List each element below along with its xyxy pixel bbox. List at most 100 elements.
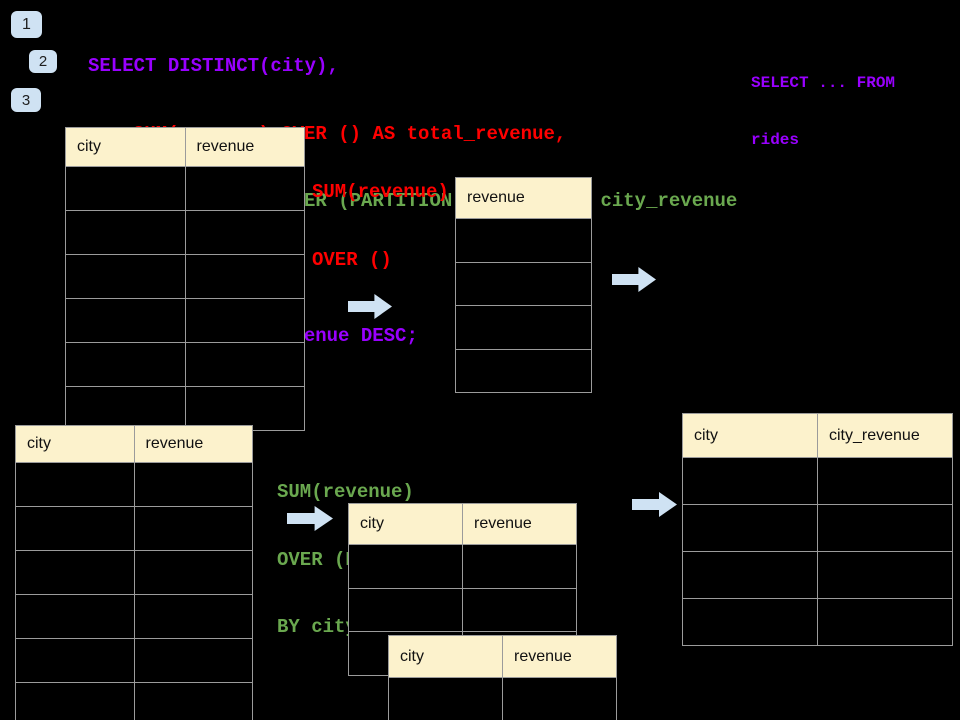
empty-cell bbox=[462, 587, 577, 632]
empty-cell bbox=[682, 504, 818, 552]
empty-cell bbox=[184, 210, 305, 255]
table-row bbox=[15, 682, 253, 720]
table-row bbox=[15, 594, 253, 639]
column-header-city: city bbox=[388, 635, 503, 678]
table-row bbox=[65, 166, 305, 211]
empty-cell bbox=[682, 457, 818, 505]
empty-cell bbox=[817, 551, 953, 599]
table-row bbox=[682, 504, 953, 552]
column-header-city_revenue: city_revenue bbox=[817, 413, 953, 458]
select-from-rides-note: SELECT ... FROM rides bbox=[751, 36, 895, 188]
empty-cell bbox=[15, 550, 135, 595]
empty-cell bbox=[817, 598, 953, 646]
table-row bbox=[348, 587, 577, 632]
arrow-right-icon bbox=[632, 492, 677, 517]
empty-cell bbox=[184, 298, 305, 343]
table-row bbox=[65, 254, 305, 299]
total-revenue-result-table: revenue bbox=[455, 177, 592, 393]
empty-cell bbox=[15, 506, 135, 551]
empty-cell bbox=[388, 677, 503, 720]
sql-line-select: SELECT DISTINCT(city), bbox=[88, 55, 339, 77]
empty-cell bbox=[65, 298, 186, 343]
empty-cell bbox=[184, 342, 305, 387]
empty-cell bbox=[455, 305, 592, 350]
empty-cell bbox=[65, 166, 186, 211]
empty-cell bbox=[133, 550, 253, 595]
empty-cell bbox=[348, 587, 463, 632]
column-header-city: city bbox=[65, 127, 186, 167]
empty-cell bbox=[15, 682, 135, 720]
header-row: revenue bbox=[455, 177, 592, 219]
table-row bbox=[455, 305, 592, 350]
empty-cell bbox=[455, 261, 592, 306]
empty-cell bbox=[455, 218, 592, 263]
column-header-revenue: revenue bbox=[455, 177, 592, 219]
empty-cell bbox=[65, 210, 186, 255]
table-row bbox=[15, 506, 253, 551]
column-header-revenue: revenue bbox=[462, 503, 577, 545]
table-row bbox=[455, 261, 592, 306]
column-header-city: city bbox=[15, 425, 135, 463]
empty-cell bbox=[133, 462, 253, 507]
empty-cell bbox=[65, 342, 186, 387]
side-note-line-2: rides bbox=[751, 131, 800, 149]
table-row bbox=[65, 386, 305, 431]
step-badge-3: 3 bbox=[11, 88, 41, 112]
empty-cell bbox=[133, 594, 253, 639]
table-row bbox=[15, 462, 253, 507]
total-result-grid: revenue bbox=[455, 177, 592, 393]
step-badge-2: 2 bbox=[29, 50, 57, 73]
table-row bbox=[455, 348, 592, 393]
empty-cell bbox=[682, 598, 818, 646]
empty-cell bbox=[455, 348, 592, 393]
column-header-revenue: revenue bbox=[502, 635, 617, 678]
table-row bbox=[682, 457, 953, 505]
annotation-line: SUM(revenue) bbox=[277, 481, 414, 503]
annotation-line: SUM(revenue) bbox=[312, 181, 449, 203]
empty-cell bbox=[502, 677, 617, 720]
table-row bbox=[65, 298, 305, 343]
column-header-revenue: revenue bbox=[133, 425, 253, 463]
empty-cell bbox=[15, 462, 135, 507]
step-badge-1: 1 bbox=[11, 11, 42, 38]
table-row bbox=[348, 544, 577, 589]
empty-cell bbox=[65, 386, 186, 431]
empty-cell bbox=[184, 166, 305, 211]
table-row bbox=[65, 342, 305, 387]
table-row bbox=[65, 210, 305, 255]
annotation-line: OVER () bbox=[312, 248, 392, 271]
column-header-city: city bbox=[348, 503, 463, 545]
empty-cell bbox=[15, 638, 135, 683]
empty-cell bbox=[817, 504, 953, 552]
empty-cell bbox=[15, 594, 135, 639]
empty-cell bbox=[817, 457, 953, 505]
annotation-sum-over-all: SUM(revenue) OVER () bbox=[312, 136, 449, 316]
empty-cell bbox=[184, 254, 305, 299]
table-row bbox=[15, 550, 253, 595]
column-header-city: city bbox=[682, 413, 818, 458]
table-row bbox=[388, 677, 617, 720]
empty-cell bbox=[133, 682, 253, 720]
empty-cell bbox=[462, 544, 577, 589]
table-row bbox=[15, 638, 253, 683]
empty-cell bbox=[133, 638, 253, 683]
empty-cell bbox=[682, 551, 818, 599]
table-row bbox=[682, 598, 953, 646]
side-note-line-1: SELECT ... FROM bbox=[751, 74, 896, 92]
empty-cell bbox=[133, 506, 253, 551]
table-row bbox=[455, 218, 592, 263]
empty-cell bbox=[65, 254, 186, 299]
